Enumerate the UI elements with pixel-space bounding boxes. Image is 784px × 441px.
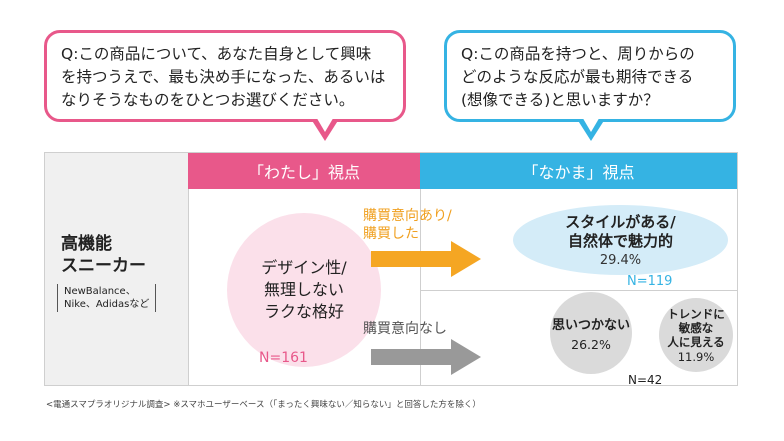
question-bubble-peer: Q:この商品を持つと、周りからの どのような反応が最も期待できる (想像できる)… <box>444 30 736 141</box>
header-self-view: 「わたし」視点 <box>188 153 420 189</box>
peer-no-intent-label-2: トレンドに 敏感な 人に見える <box>667 306 725 349</box>
peer-no-intent-value-2: 11.9% <box>677 349 715 364</box>
question-text-self: Q:この商品について、あなた自身として興味 を持つうえで、最も決め手になった、あ… <box>61 45 386 109</box>
peer-no-intent-circle-1: 思いつかない 26.2% <box>550 292 632 374</box>
column-divider <box>420 189 421 385</box>
arrow-right-icon <box>371 241 481 277</box>
row-divider <box>420 290 737 291</box>
footnote: <電通スマプラオリジナル調査> ※スマホユーザーベース（「まったく興味ない／知ら… <box>46 400 481 410</box>
peer-intent-label: スタイルがある/ 自然体で魅力的 <box>565 212 676 250</box>
route-no-intent-label: 購買意向なし <box>363 321 447 337</box>
product-cell: 高機能 スニーカー NewBalance、 Nike、Adidasなど <box>45 153 189 385</box>
self-main-n: N=161 <box>259 350 308 366</box>
product-title: 高機能 スニーカー <box>61 234 146 276</box>
peer-no-intent-circle-2: トレンドに 敏感な 人に見える 11.9% <box>659 298 733 372</box>
route-intent-label: 購買意向あり/ 購買した <box>363 208 452 242</box>
peer-no-intent-value-1: 26.2% <box>571 337 611 352</box>
self-main-label: デザイン性/ 無理しない ラクな格好 <box>261 258 347 321</box>
question-text-peer: Q:この商品を持つと、周りからの どのような反応が最も期待できる (想像できる)… <box>461 45 695 109</box>
comparison-table: 高機能 スニーカー NewBalance、 Nike、Adidasなど 「わたし… <box>44 152 738 387</box>
bubble-tail <box>311 115 339 141</box>
self-main-circle: デザイン性/ 無理しない ラクな格好 <box>227 213 381 367</box>
arrow-right-icon <box>371 339 481 375</box>
peer-no-intent-n: N=42 <box>628 373 663 387</box>
bubble-tail <box>577 115 605 141</box>
header-peer-view: 「なかま」視点 <box>420 153 737 189</box>
peer-intent-ellipse: スタイルがある/ 自然体で魅力的 29.4% <box>513 205 728 275</box>
product-brands: NewBalance、 Nike、Adidasなど <box>57 284 157 312</box>
peer-no-intent-label-1: 思いつかない <box>551 318 630 333</box>
question-bubble-self: Q:この商品について、あなた自身として興味 を持つうえで、最も決め手になった、あ… <box>44 30 406 141</box>
peer-intent-value: 29.4% <box>599 252 642 268</box>
peer-intent-n: N=119 <box>627 274 673 289</box>
